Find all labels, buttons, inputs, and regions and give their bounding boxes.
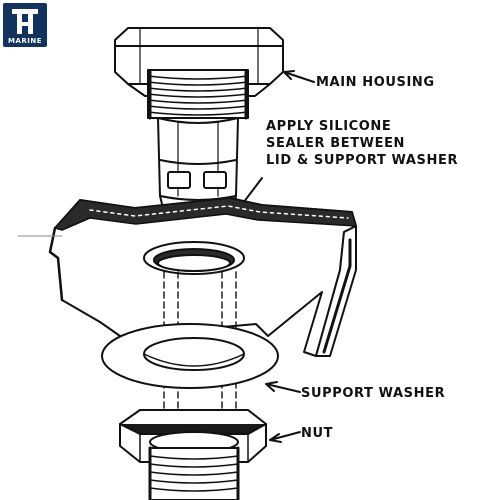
support-washer-label: SUPPORT WASHER [301,386,446,401]
logo-text: MARINE [7,37,43,45]
nut-label: NUT [301,426,334,441]
support-washer-leader-arrow [265,381,301,393]
silicone-instruction-label: APPLY SILICONE SEALER BETWEEN LID & SUPP… [266,118,458,169]
silicone-line-2: SEALER BETWEEN [266,136,406,151]
main-housing-leader-arrow [283,70,315,83]
th-marine-logo-icon [12,9,38,34]
lid-panel [17,197,357,357]
main-housing-label: MAIN HOUSING [316,75,435,90]
silicone-line-3: LID & SUPPORT WASHER [266,153,459,168]
nut-shape [119,409,267,500]
th-marine-logo: MARINE [3,3,47,47]
nut-leader-arrow [269,431,301,443]
main-housing-threads [147,69,249,120]
silicone-line-1: APPLY SILICONE [266,119,392,134]
support-washer-shape [101,323,279,389]
